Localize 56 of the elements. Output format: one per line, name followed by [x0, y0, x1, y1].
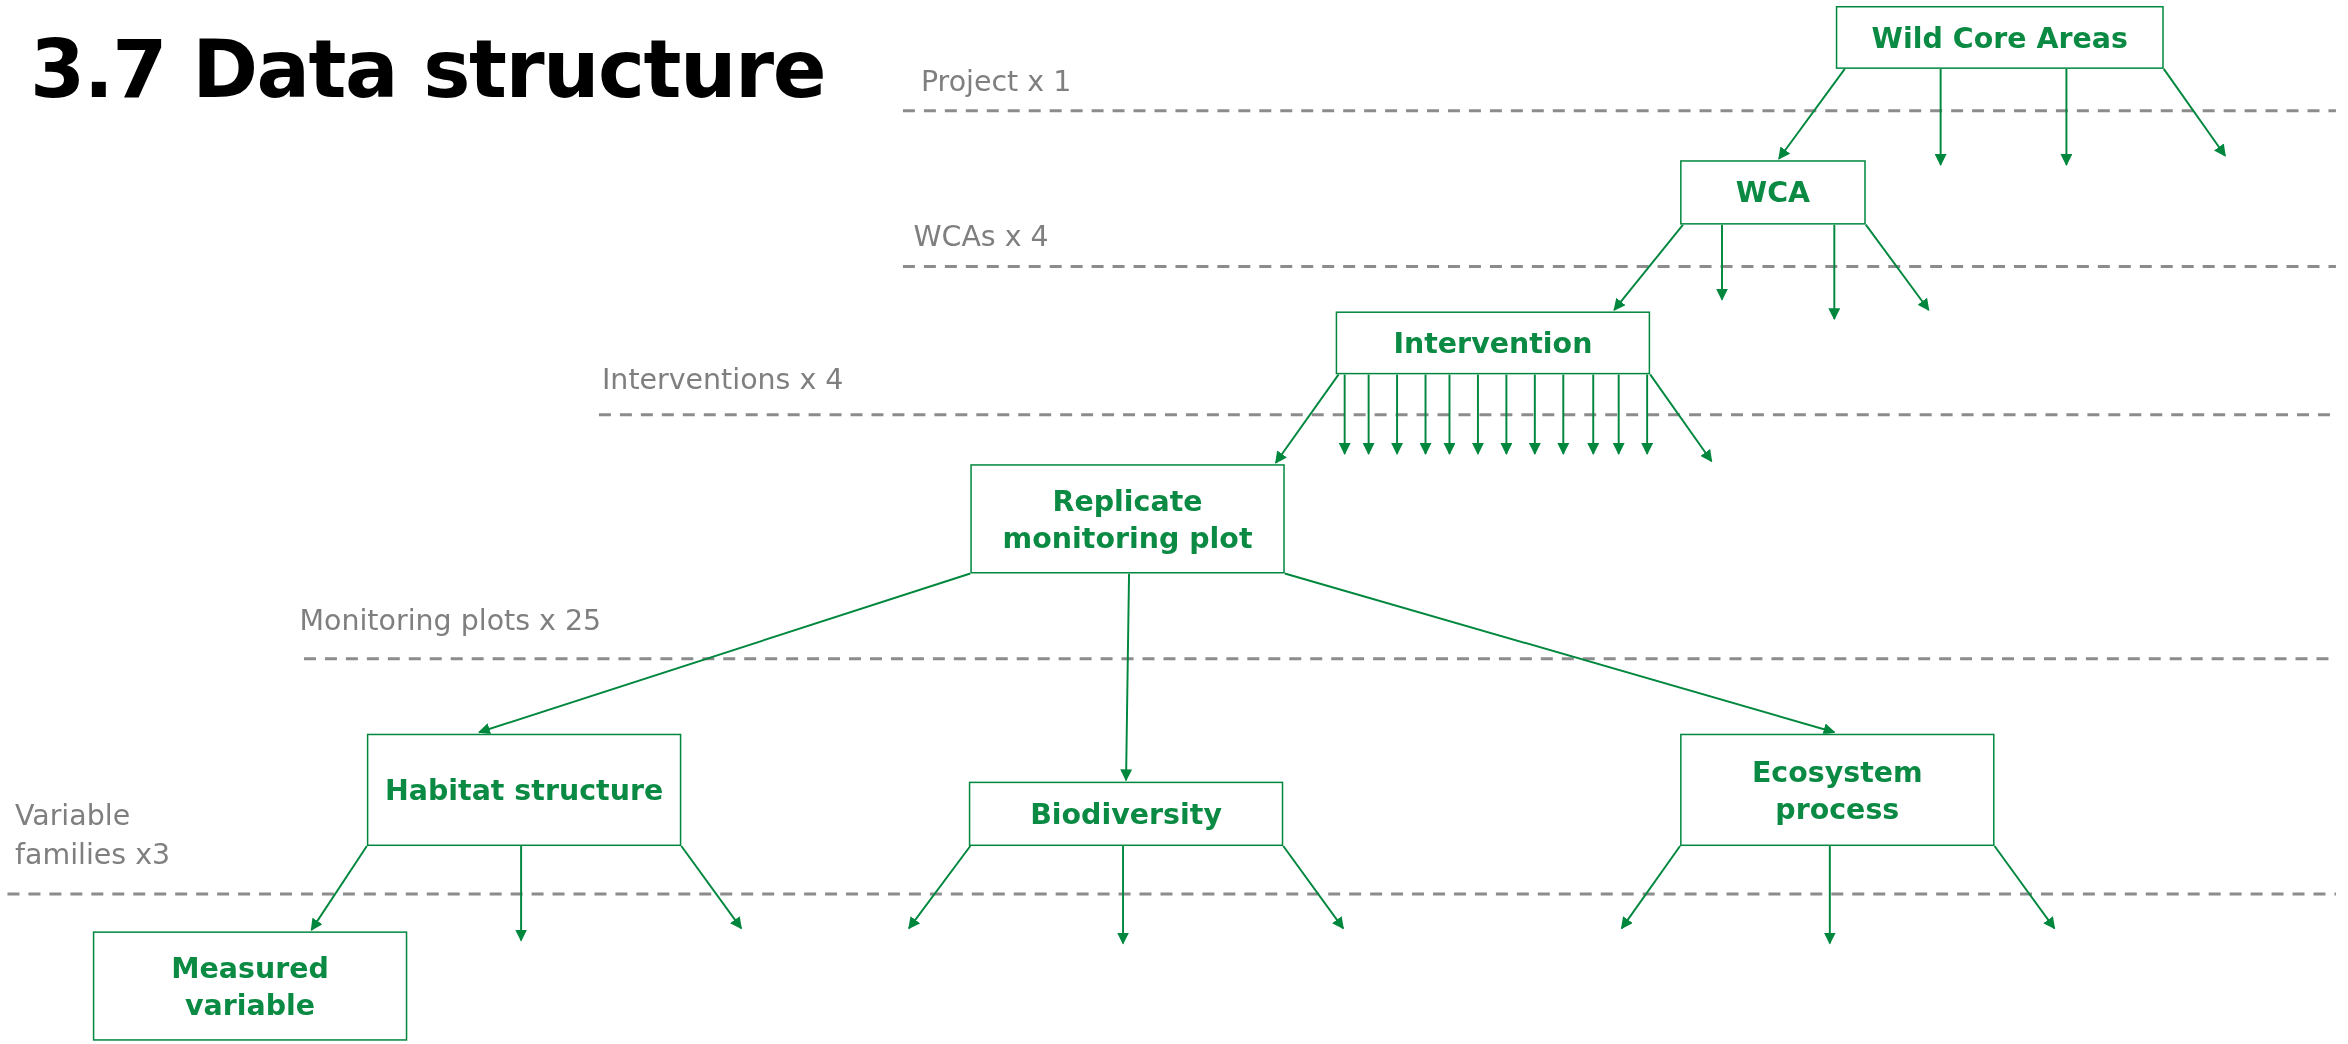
- node-label: Replicate monitoring plot: [1001, 482, 1254, 556]
- arrow: [1443, 373, 1456, 455]
- arrow: [515, 845, 528, 942]
- arrow: [1613, 223, 1685, 311]
- node-box: [1335, 311, 1651, 375]
- arrow: [1649, 373, 1713, 463]
- arrow: [1500, 373, 1513, 455]
- tier-count-label: Variable families x3: [14, 797, 172, 872]
- node-box: [970, 464, 1285, 574]
- arrow: [1471, 373, 1484, 455]
- arrow: [1120, 572, 1133, 782]
- node-box: [968, 781, 1284, 847]
- arrow: [1419, 373, 1432, 455]
- node-label: Biodiversity: [1030, 795, 1222, 832]
- arrow: [1620, 845, 1682, 930]
- arrow: [1934, 67, 1947, 166]
- node-label: Habitat structure: [384, 771, 664, 808]
- arrow: [1557, 373, 1570, 455]
- tier-count-label: Monitoring plots x 25: [299, 602, 602, 639]
- arrow: [1716, 223, 1728, 301]
- arrow: [1338, 373, 1351, 455]
- arrow: [1864, 223, 1930, 311]
- node-box: [1680, 160, 1866, 225]
- node-label: Measured variable: [170, 949, 330, 1023]
- arrow: [2162, 67, 2227, 157]
- node-label: Wild Core Areas: [1871, 19, 2128, 56]
- arrow: [1612, 373, 1625, 455]
- arrow: [1117, 845, 1130, 945]
- arrow: [1587, 373, 1600, 455]
- node-box: [1835, 6, 2164, 69]
- tier-count-label: WCAs x 4: [913, 217, 1049, 254]
- arrow: [1391, 373, 1404, 455]
- arrow: [1828, 223, 1841, 321]
- arrow: [478, 572, 972, 735]
- node-label: WCA: [1735, 174, 1811, 211]
- node-box: [92, 931, 408, 1041]
- tier-count-label: Interventions x 4: [601, 361, 844, 398]
- arrow: [907, 845, 972, 930]
- node-label: Intervention: [1393, 324, 1593, 361]
- node-box: [1680, 733, 1995, 847]
- arrow: [1283, 572, 1836, 735]
- arrow: [1282, 845, 1345, 930]
- tier-count-label: Project x 1: [920, 63, 1072, 100]
- node-box: [366, 733, 682, 847]
- arrow: [1528, 373, 1541, 455]
- arrow: [2060, 67, 2073, 166]
- arrow: [1362, 373, 1375, 455]
- arrow: [1274, 373, 1340, 464]
- arrow: [1823, 845, 1836, 945]
- arrow: [310, 845, 368, 931]
- title: 3.7 Data structure: [29, 23, 826, 116]
- arrow: [1777, 67, 1846, 160]
- arrow: [680, 845, 743, 930]
- arrow: [1641, 373, 1654, 455]
- arrow: [1993, 845, 2056, 930]
- node-label: Ecosystem process: [1750, 753, 1924, 827]
